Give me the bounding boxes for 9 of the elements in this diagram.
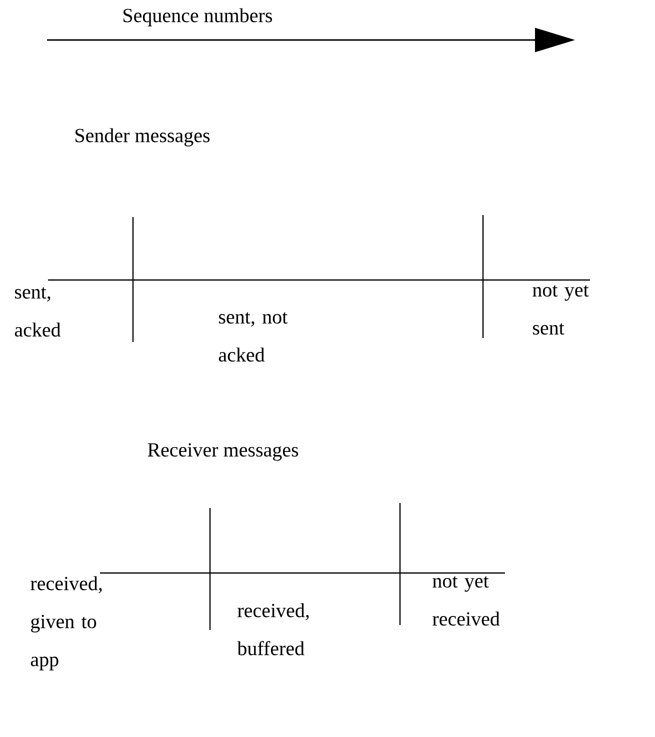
region-label: received, given to app <box>30 576 102 670</box>
region-label: not yet received <box>432 576 500 626</box>
region-label: received, buffered <box>237 603 309 656</box>
region-label: sent, acked <box>14 287 61 337</box>
section-heading: Sender messages <box>76 128 210 146</box>
section-heading: Receiver messages <box>148 443 298 461</box>
region-label: not yet sent <box>532 285 589 335</box>
region-label: sent, not acked <box>218 312 288 362</box>
axis-label: Sequence numbers <box>124 8 272 26</box>
